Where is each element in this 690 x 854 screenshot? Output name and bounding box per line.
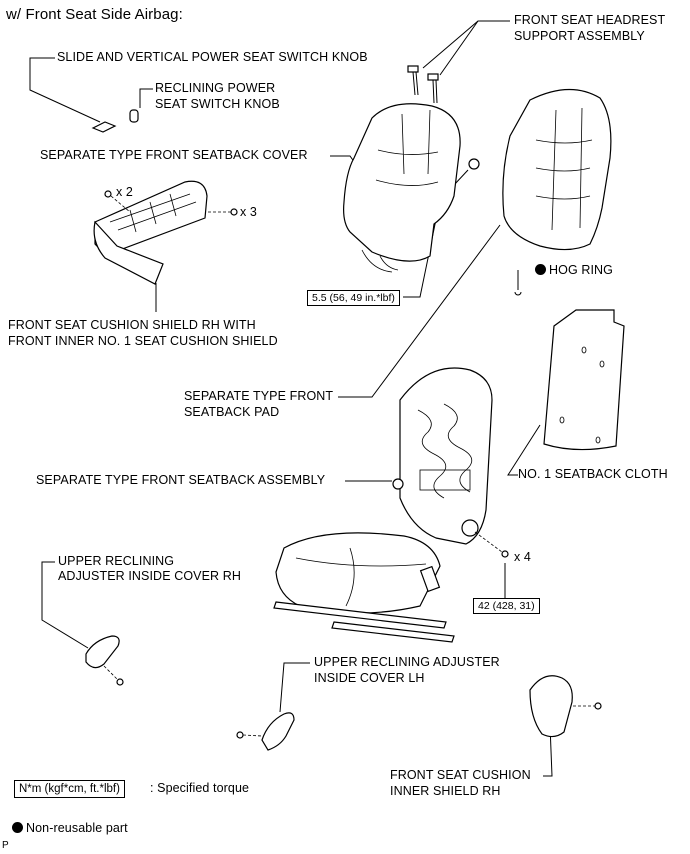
label-reclining-knob-line1: RECLINING POWER (155, 81, 276, 95)
label-upper-adjuster-lh-line1: UPPER RECLINING ADJUSTER (314, 655, 500, 669)
label-hog-ring: HOG RING (535, 263, 613, 278)
seatback-pad-part (502, 88, 612, 251)
label-cushion-shield-line2: FRONT INNER NO. 1 SEAT CUSHION SHIELD (8, 334, 278, 348)
torque-cover: 5.5 (56, 49 in.*lbf) (307, 290, 400, 306)
label-upper-adjuster-lh-line2: INSIDE COVER LH (314, 671, 425, 685)
label-cushion-shield-line1: FRONT SEAT CUSHION SHIELD RH WITH (8, 318, 256, 332)
qty-x4: x 4 (514, 550, 531, 564)
upper-adjuster-rh-part (85, 635, 124, 686)
label-slide-knob: SLIDE AND VERTICAL POWER SEAT SWITCH KNO… (57, 50, 368, 64)
torque-assembly: 42 (428, 31) (473, 598, 540, 614)
hog-ring-text: HOG RING (549, 263, 613, 277)
diagram-title: w/ Front Seat Side Airbag: (6, 6, 183, 23)
legend-non-reusable-text: Non-reusable part (26, 821, 128, 835)
legend-torque-text: : Specified torque (150, 781, 250, 795)
label-headrest-support-line2: SUPPORT ASSEMBLY (514, 29, 645, 43)
headrest-support-parts (407, 65, 439, 104)
label-seatback-pad-line2: SEATBACK PAD (184, 405, 280, 419)
label-upper-adjuster-rh-line2: ADJUSTER INSIDE COVER RH (58, 569, 241, 583)
qty-x2: x 2 (116, 185, 133, 199)
switch-knob-parts (91, 109, 139, 133)
label-headrest-support-line1: FRONT SEAT HEADREST (514, 13, 666, 27)
label-reclining-knob-line2: SEAT SWITCH KNOB (155, 97, 280, 111)
qty-x3: x 3 (240, 205, 257, 219)
cushion-shield-part (93, 180, 238, 285)
seatback-cloth-part (543, 309, 625, 451)
leader-lines (29, 20, 553, 777)
corner-mark: P (2, 840, 9, 851)
label-seatback-pad-line1: SEPARATE TYPE FRONT (184, 389, 334, 403)
seatback-cover-part (343, 103, 480, 273)
label-seatback-cloth: NO. 1 SEATBACK CLOTH (518, 467, 668, 481)
non-reusable-legend-dot-icon (12, 822, 23, 833)
label-inner-shield-line1: FRONT SEAT CUSHION (390, 768, 531, 782)
legend-torque-unit: N*m (kgf*cm, ft.*lbf) (14, 780, 125, 798)
hog-ring-part (514, 291, 522, 296)
seat-cushion-part (273, 532, 455, 643)
label-inner-shield-line2: INNER SHIELD RH (390, 784, 501, 798)
upper-adjuster-lh-part (236, 712, 295, 751)
label-upper-adjuster-rh-line1: UPPER RECLINING (58, 554, 175, 568)
legend-non-reusable: Non-reusable part (12, 821, 128, 836)
inner-shield-part (529, 675, 602, 738)
seatback-assembly-part (392, 367, 509, 558)
non-reusable-dot-icon (535, 264, 546, 275)
label-seatback-assembly: SEPARATE TYPE FRONT SEATBACK ASSEMBLY (36, 473, 326, 487)
label-seatback-cover: SEPARATE TYPE FRONT SEATBACK COVER (40, 148, 308, 162)
